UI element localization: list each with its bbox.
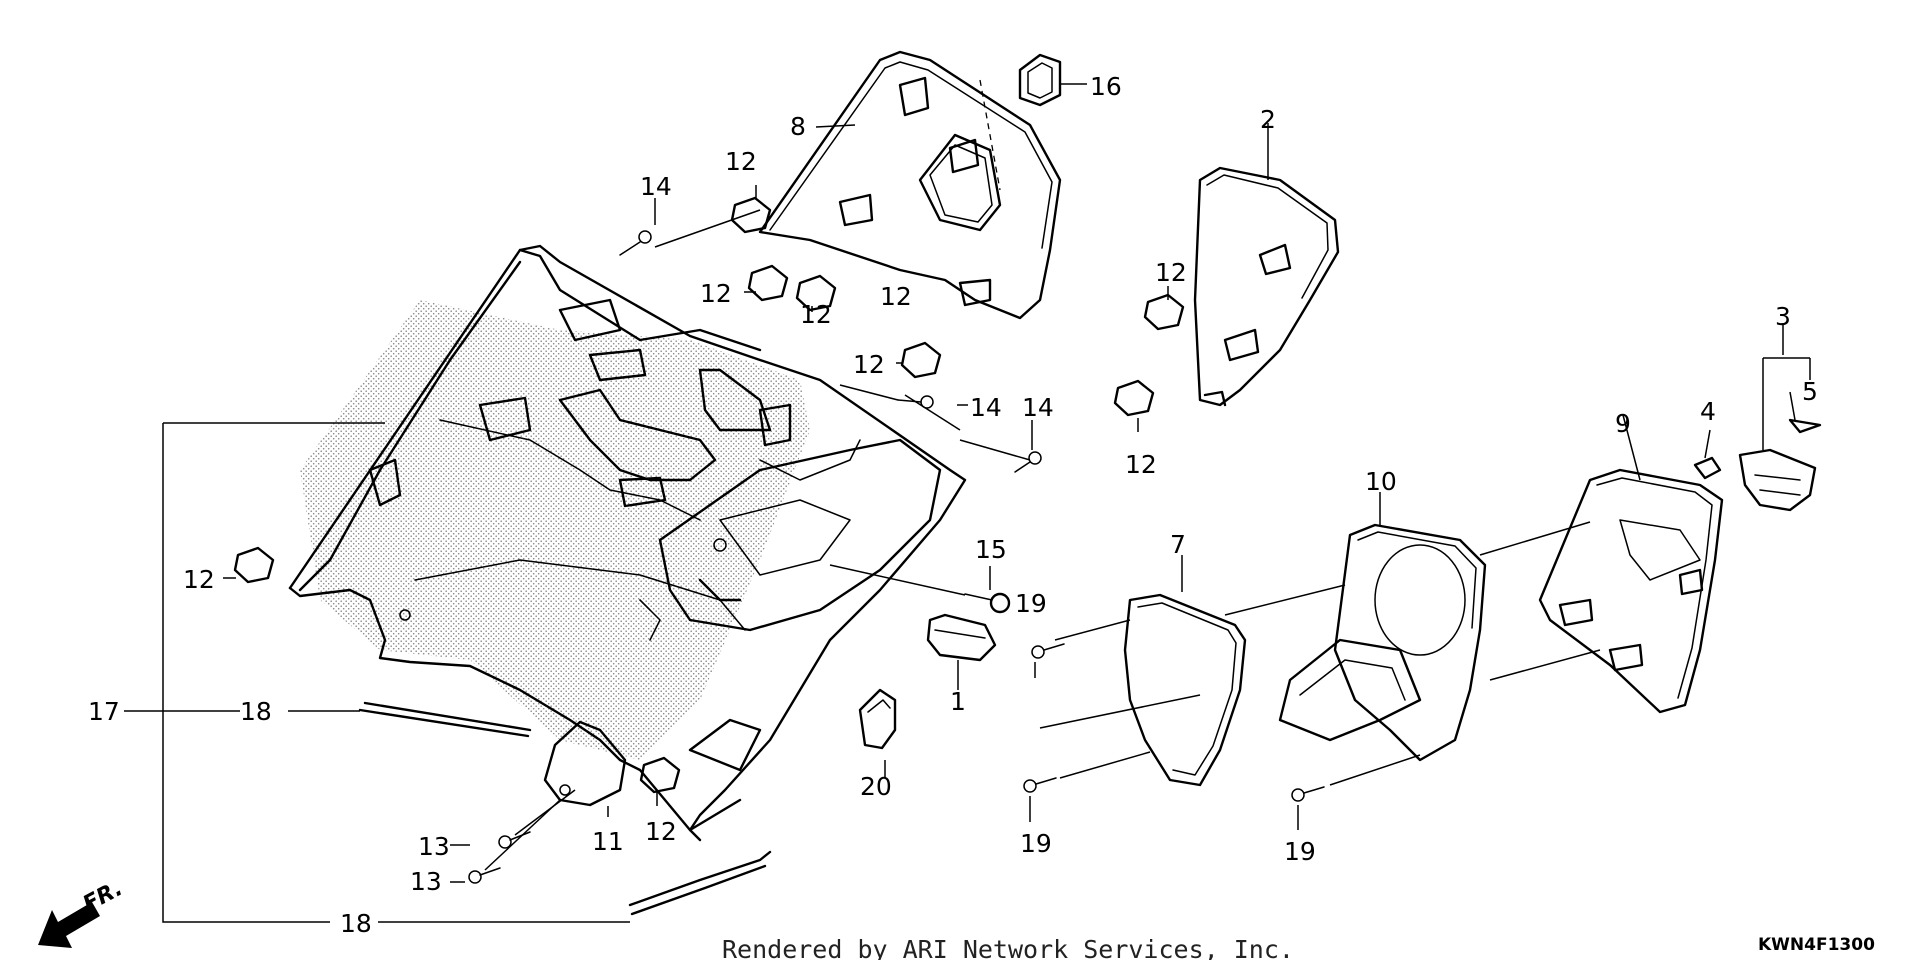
callout-17: 17 xyxy=(88,697,120,726)
callout-12: 12 xyxy=(183,565,215,594)
callout-7: 7 xyxy=(1170,530,1186,559)
callout-12: 12 xyxy=(1155,258,1187,287)
callout-3: 3 xyxy=(1775,302,1791,331)
callout-16: 16 xyxy=(1090,72,1122,101)
part-7-seal xyxy=(1123,593,1247,787)
part-2-side-panel xyxy=(1193,166,1340,407)
part-18-trim-strips xyxy=(358,701,772,916)
callouts: 8 16 2 12 14 12 12 12 12 12 14 14 12 15 … xyxy=(88,72,1818,938)
callout-20: 20 xyxy=(860,772,892,801)
callout-10: 10 xyxy=(1365,467,1397,496)
part-1-pad xyxy=(926,613,997,662)
part-10-housing xyxy=(1278,523,1487,762)
callout-4: 4 xyxy=(1700,397,1716,426)
callout-2: 2 xyxy=(1260,105,1276,134)
callout-18: 18 xyxy=(240,697,272,726)
callout-18: 18 xyxy=(340,909,372,938)
part-4-clip xyxy=(1693,456,1722,480)
part-20-cap xyxy=(858,688,897,750)
part-5-pin xyxy=(1788,418,1822,434)
credit-text: Rendered by ARI Network Services, Inc. xyxy=(722,935,1294,960)
part-9-right-cover xyxy=(1538,468,1724,714)
part-8-upper-panel xyxy=(758,50,1062,320)
part-11-bracket xyxy=(543,720,627,807)
callout-12: 12 xyxy=(880,282,912,311)
diagram-code: KWN4F1300 xyxy=(1758,935,1875,955)
callout-19: 19 xyxy=(1015,589,1047,618)
callout-19: 19 xyxy=(1284,837,1316,866)
callout-8: 8 xyxy=(790,112,806,141)
callout-12: 12 xyxy=(853,350,885,379)
callout-19: 19 xyxy=(1020,829,1052,858)
callout-5: 5 xyxy=(1802,377,1818,406)
callout-12: 12 xyxy=(800,300,832,329)
callout-12: 12 xyxy=(645,817,677,846)
assembly-lines xyxy=(124,83,1811,923)
part-3-latch-assembly xyxy=(1693,418,1822,512)
callout-12: 12 xyxy=(1125,450,1157,479)
callout-1: 1 xyxy=(950,687,966,716)
callout-9: 9 xyxy=(1615,409,1631,438)
callout-14: 14 xyxy=(970,393,1002,422)
part-16-grommet xyxy=(1018,53,1062,107)
front-direction-arrow-icon: FR. xyxy=(38,876,127,948)
callout-11: 11 xyxy=(592,827,624,856)
callout-13: 13 xyxy=(418,832,450,861)
callout-14: 14 xyxy=(1022,393,1054,422)
callout-14: 14 xyxy=(640,172,672,201)
callout-12: 12 xyxy=(700,279,732,308)
callout-13: 13 xyxy=(410,867,442,896)
callout-15: 15 xyxy=(975,535,1007,564)
part-17-inner-box xyxy=(288,244,967,842)
callout-12: 12 xyxy=(725,147,757,176)
fasteners xyxy=(233,196,1325,884)
